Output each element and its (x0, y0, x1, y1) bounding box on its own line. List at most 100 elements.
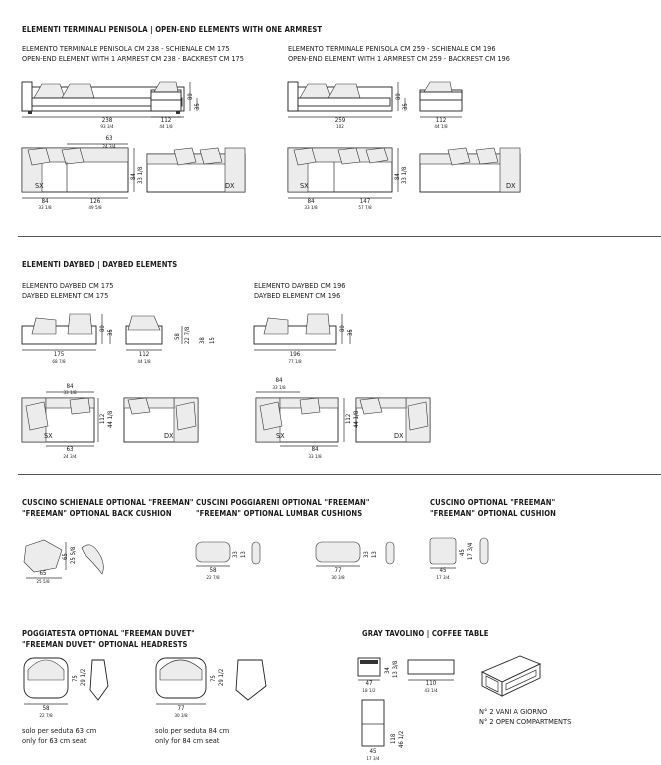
dim-table-long-w-in: 43 1/4 (424, 689, 438, 694)
dim-open-right-plan-seat-in: 57 7/8 (358, 206, 372, 211)
lumbar-cushion-a-drawing (195, 541, 261, 567)
dim-daybed-left-width-in: 68 7/8 (52, 360, 66, 365)
label-sx: SX (35, 181, 44, 190)
dim-daybed-left-width: 175 (53, 351, 65, 358)
daybed-left-plan-dx (123, 397, 199, 443)
daybed-left-line-it: ELEMENTO DAYBED CM 175 (22, 281, 114, 290)
daybed-left-plan-sx (21, 391, 99, 447)
daybed-right-line-en: DAYBED ELEMENT CM 196 (254, 291, 341, 300)
dim-open-left-back: 63 (105, 135, 113, 142)
dim-table-plan-h-in: 46 1/2 (398, 730, 405, 748)
dim-table-plan-w-in: 17 3/4 (366, 757, 380, 762)
dim-open-right-plan-seat: 147 (359, 198, 371, 205)
dim-open-right-plan-depth: 84 (307, 198, 315, 205)
lumbar-cushion-b-drawing (315, 541, 395, 567)
dim-headrest-a-w-in: 22 7/8 (39, 714, 53, 719)
dim-open-left-seat: 35 (194, 103, 201, 110)
dim-open-left-height: 89 (187, 93, 194, 100)
open-end-right-side-elevation (419, 81, 463, 118)
dim-lumbar-b-w: 77 (334, 567, 342, 574)
open-end-left-line-it: ELEMENTO TERMINALE PENISOLA CM 238 - SCH… (22, 44, 230, 53)
coffee-table-note-en: N° 2 OPEN COMPARTMENTS (479, 717, 572, 726)
dim-open-right-plan-h-in: 33 1/8 (401, 166, 408, 184)
dim-lumbar-b-h: 33 (363, 551, 370, 558)
label-sx: SX (300, 181, 309, 190)
daybed-left-front-elevation (21, 313, 111, 351)
dim-open-left-plan-seat: 126 (89, 198, 101, 205)
dim-back-cushion-w-in: 25 5/8 (36, 580, 50, 585)
open-end-left-plan-dx (146, 147, 246, 193)
dim-lumbar-a-h-in: 13 (240, 551, 247, 558)
dim-daybed-right-plan-h-in: 44 1/8 (353, 410, 360, 428)
dim-daybed-left-height: 89 (99, 325, 106, 332)
dim-back-cushion-h: 65 (62, 553, 69, 560)
open-end-left-plan-sx (21, 143, 135, 199)
open-end-right-plan-dx (419, 147, 521, 193)
dim-lumbar-a-w: 58 (209, 567, 217, 574)
dim-table-long-w: 110 (425, 680, 437, 687)
section-divider (18, 474, 661, 475)
headrest-b-drawing (155, 657, 267, 705)
dim-daybed-right-plan-top: 84 (275, 377, 283, 384)
dim-headrest-b-h-in: 29 1/2 (218, 668, 225, 686)
dim-table-h: 34 (384, 667, 391, 674)
daybed-right-line-it: ELEMENTO DAYBED CM 196 (254, 281, 346, 290)
dim-headrest-a-h: 75 (72, 675, 79, 682)
dim-daybed-right-width: 196 (289, 351, 301, 358)
section-heading-daybed: ELEMENTI DAYBED | DAYBED ELEMENTS (22, 260, 178, 269)
dim-open-right-plan-depth-in: 33 1/8 (304, 206, 318, 211)
optional-cushion-title-en: "FREEMAN" OPTIONAL CUSHION (430, 509, 556, 518)
open-end-right-front-elevation (287, 81, 406, 118)
daybed-left-line-en: DAYBED ELEMENT CM 175 (22, 291, 109, 300)
open-end-left-side-elevation (150, 81, 182, 118)
lumbar-cushion-title-it: CUSCINI POGGIARENI OPTIONAL "FREEMAN" (196, 498, 370, 507)
dim-headrest-b-w-in: 30 3/8 (174, 714, 188, 719)
dim-daybed-left-side-h4: 15 (209, 337, 216, 344)
label-dx: DX (225, 181, 235, 190)
back-cushion-title-en: "FREEMAN" OPTIONAL BACK CUSHION (22, 509, 172, 518)
dim-daybed-left-plan-bottom-in: 24 3/4 (63, 455, 77, 460)
dim-open-left-plan-depth: 84 (41, 198, 49, 205)
label-sx: SX (276, 431, 285, 440)
headrest-b-note-it: solo per seduta 84 cm (155, 726, 230, 735)
optional-cushion-drawing (429, 537, 489, 569)
back-cushion-drawing (23, 539, 104, 579)
dim-table-small-w-in: 18 1/2 (362, 689, 376, 694)
dim-headrest-b-h: 75 (210, 675, 217, 682)
dim-daybed-right-plan-bottom: 84 (311, 446, 319, 453)
dim-daybed-left-side: 112 (138, 351, 150, 358)
dim-open-left-plan-seat-in: 49 5/8 (88, 206, 102, 211)
coffee-table-drawings (357, 655, 542, 747)
headrest-a-drawing (23, 657, 109, 705)
dim-daybed-left-plan-h-in: 44 1/8 (107, 410, 114, 428)
dim-optional-cushion-w-in: 17 3/4 (436, 576, 450, 581)
dim-lumbar-a-w-in: 22 7/8 (206, 576, 220, 581)
dim-daybed-right-seat: 35 (347, 329, 354, 336)
headrest-a-note-it: solo per seduta 63 cm (22, 726, 97, 735)
dim-daybed-left-seat: 35 (107, 329, 114, 336)
dim-lumbar-b-h-in: 13 (371, 551, 378, 558)
dim-open-right-plan-h: 84 (394, 173, 401, 180)
dim-open-left-side: 112 (160, 117, 172, 124)
dim-table-plan-w: 45 (369, 748, 377, 755)
coffee-table-note-it: N° 2 VANI A GIORNO (479, 707, 548, 716)
dim-daybed-left-side-h2: 22 7/8 (184, 326, 191, 344)
open-end-left-line-en: OPEN-END ELEMENT WITH 1 ARMREST CM 238 -… (22, 54, 244, 63)
section-divider (18, 236, 661, 237)
dim-optional-cushion-w: 45 (439, 567, 447, 574)
open-end-right-line-it: ELEMENTO TERMINALE PENISOLA CM 259 - SCH… (288, 44, 496, 53)
dim-back-cushion-w: 65 (39, 570, 47, 577)
dim-daybed-right-plan-top-in: 33 1/8 (272, 386, 286, 391)
dim-open-left-side-in: 44 1/8 (159, 125, 173, 130)
label-dx: DX (506, 181, 516, 190)
dim-daybed-left-side-h3: 38 (199, 337, 206, 344)
headrest-title-it: POGGIATESTA OPTIONAL "FREEMAN DUVET" (22, 629, 195, 638)
dim-daybed-left-side-h1: 58 (174, 333, 181, 340)
dim-daybed-right-plan-bottom-in: 33 1/8 (308, 455, 322, 460)
dim-daybed-right-plan-h: 112 (345, 413, 352, 424)
dim-open-left-width: 238 (101, 117, 113, 124)
label-dx: DX (164, 431, 174, 440)
coffee-table-title: GRAY TAVOLINO | COFFEE TABLE (362, 629, 489, 638)
lumbar-cushion-title-en: "FREEMAN" OPTIONAL LUMBAR CUSHIONS (196, 509, 363, 518)
